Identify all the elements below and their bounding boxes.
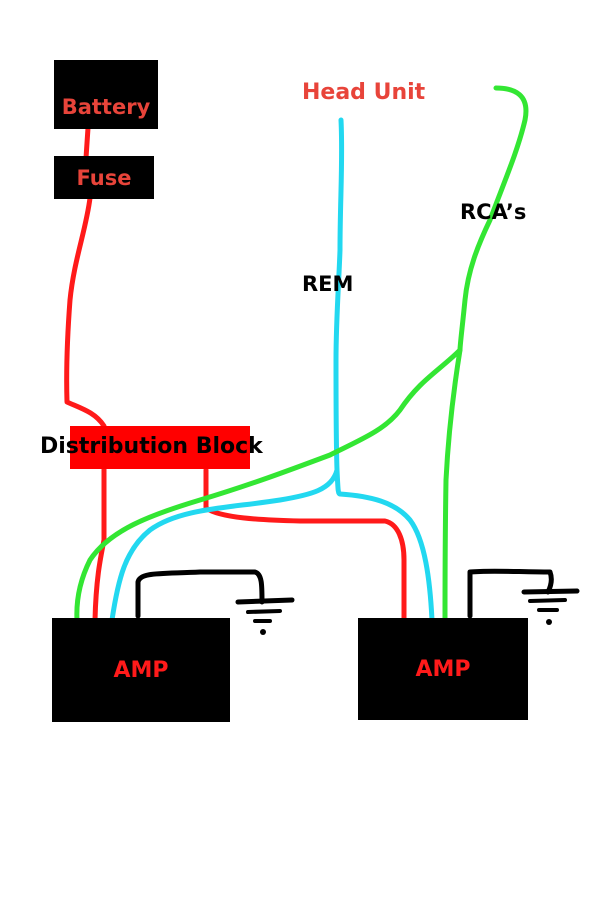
battery-box: Battery [54,60,158,129]
rca-wire-to-amp-right [442,347,463,623]
head-unit-label: Head Unit [302,80,426,105]
fuse-label: Fuse [76,165,132,190]
ground-symbol-icon [235,597,295,635]
power-wire-fuse-to-block [64,195,107,429]
amp-left: AMP [52,618,230,722]
power-wire-block-to-amp-left [92,465,107,623]
fuse-box: Fuse [54,156,154,199]
ground-wire-amp-left [135,569,265,619]
remote-wire-to-amp-left [109,467,340,623]
power-wire-block-to-amp-right [203,467,407,623]
amp-right-label: AMP [415,656,471,682]
amp-right: AMP [358,618,528,720]
remote-wire-trunk [333,117,345,497]
amp-left-label: AMP [113,657,169,683]
ground-symbol-icon [521,588,580,625]
ground-wire-amp-right [467,568,554,619]
rca-label: RCA’s [460,200,527,224]
rca-wire-from-head-unit [457,85,529,353]
distribution-block [70,426,250,469]
distribution-block-label: Distribution Block [40,434,263,459]
rca-wire-to-amp-left [74,347,463,623]
power-wire-battery-to-fuse [83,125,91,161]
battery-label: Battery [61,94,151,119]
remote-wire-to-amp-right [337,491,435,623]
rem-label: REM [302,272,354,296]
